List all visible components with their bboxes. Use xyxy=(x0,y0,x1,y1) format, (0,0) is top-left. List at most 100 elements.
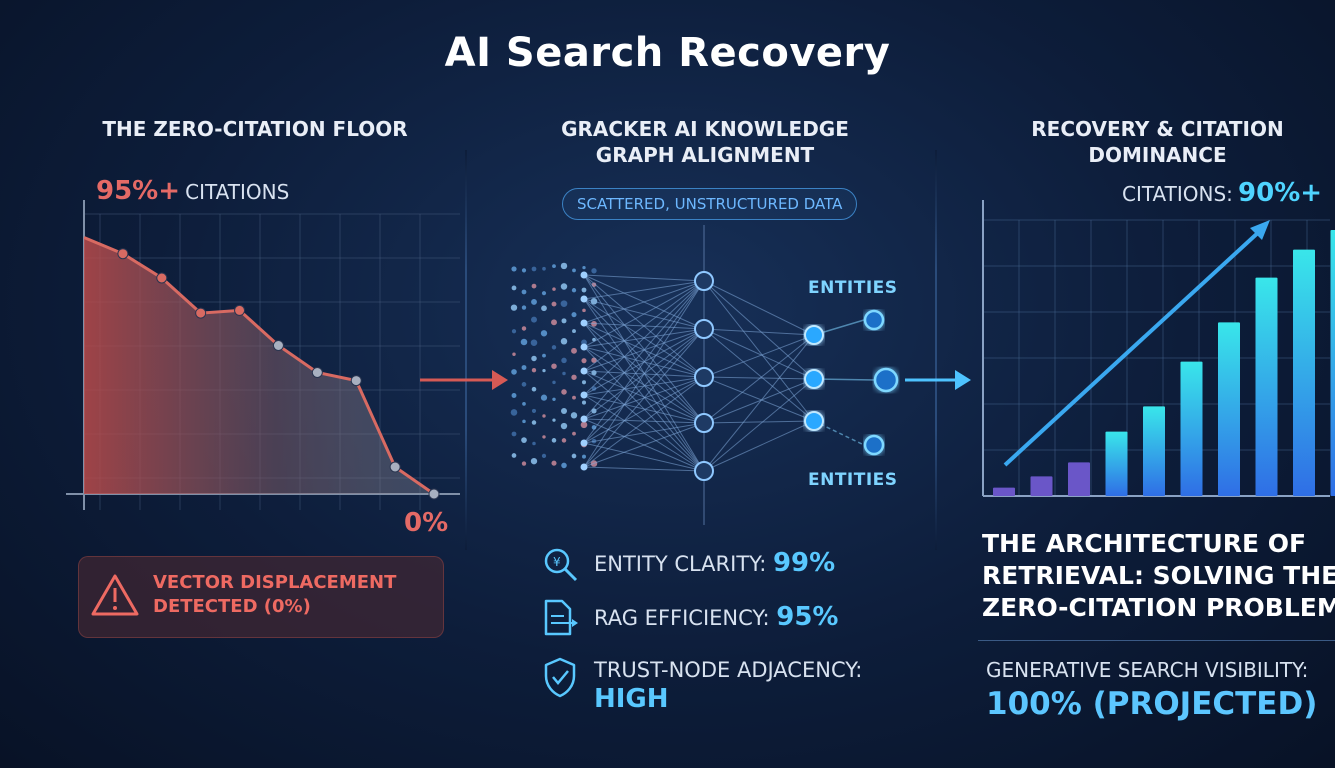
data-dot xyxy=(510,409,518,416)
decline-point xyxy=(350,375,362,387)
input-node xyxy=(580,271,588,279)
recovery-bar xyxy=(1105,431,1128,496)
data-dot xyxy=(531,368,537,373)
data-dot xyxy=(551,345,557,350)
right-heading-line1: RECOVERY & CITATION xyxy=(1031,117,1284,141)
data-dot xyxy=(511,393,517,398)
recovery-bar xyxy=(1293,249,1315,496)
data-dot xyxy=(541,453,547,458)
graph-edge xyxy=(703,280,815,336)
left-top-text: CITATIONS xyxy=(185,180,290,204)
hidden-node xyxy=(694,271,714,291)
data-dot xyxy=(531,298,537,305)
entity-search-icon: ¥ xyxy=(544,548,578,582)
entities-bottom-label: ENTITIES xyxy=(808,470,898,490)
data-dot xyxy=(581,400,587,405)
data-dot xyxy=(561,462,567,469)
data-dot xyxy=(521,437,527,443)
entities-top-label: ENTITIES xyxy=(808,278,898,298)
architecture-line1: THE ARCHITECTURE OF xyxy=(982,529,1307,558)
data-dot xyxy=(521,326,527,331)
data-pill: SCATTERED, UNSTRUCTURED DATA xyxy=(562,188,858,220)
graph-edge xyxy=(703,328,815,380)
graph-edge xyxy=(583,422,705,444)
data-dot xyxy=(531,420,537,425)
middle-heading: GRACKER AI KNOWLEDGE GRAPH ALIGNMENT xyxy=(500,116,910,168)
right-heading-line2: DOMINANCE xyxy=(1088,143,1227,167)
data-dot xyxy=(521,382,527,387)
warning-triangle-icon xyxy=(91,574,139,616)
data-dot xyxy=(570,412,578,419)
recovery-bar xyxy=(1218,322,1240,496)
graph-edge xyxy=(703,280,815,380)
metric-label: ENTITY CLARITY: xyxy=(594,552,767,576)
graph-edge xyxy=(703,378,815,424)
data-dot xyxy=(552,287,556,291)
graph-edges xyxy=(583,274,877,472)
left-bottom-value: 0% xyxy=(404,508,449,538)
entity-node xyxy=(804,411,824,431)
graph-edge xyxy=(583,394,705,424)
data-dot xyxy=(561,389,567,395)
right-separator xyxy=(978,640,1335,641)
decline-point xyxy=(428,488,440,500)
data-dot xyxy=(521,461,527,466)
data-dot xyxy=(560,422,568,430)
data-dot xyxy=(562,371,566,376)
data-dot xyxy=(520,338,528,346)
recovery-bar xyxy=(1030,476,1053,496)
recovery-bar xyxy=(1180,361,1203,496)
data-dot xyxy=(581,358,587,364)
data-dot xyxy=(542,414,546,418)
data-dot xyxy=(551,363,557,369)
left-top-label: 95%+ CITATIONS xyxy=(96,176,289,206)
middle-heading-line2: GRAPH ALIGNMENT xyxy=(595,143,815,167)
flow-arrow-right-icon xyxy=(905,370,971,390)
graph-edge xyxy=(583,280,705,468)
recovery-bar xyxy=(1068,462,1090,496)
data-dot xyxy=(580,421,588,429)
growth-trend-line xyxy=(1003,228,1263,467)
graph-edge xyxy=(583,328,705,468)
flow-arrow-left-icon xyxy=(420,370,508,390)
graph-edge xyxy=(703,378,815,472)
data-dot xyxy=(571,288,577,293)
graph-edge xyxy=(583,418,705,424)
data-dot xyxy=(542,266,546,271)
alert-line1: VECTOR DISPLACEMENT xyxy=(153,572,397,593)
decline-point xyxy=(272,340,284,351)
knowledge-graph xyxy=(510,225,899,525)
data-dot xyxy=(572,268,576,273)
graph-edge xyxy=(583,274,705,282)
data-dot xyxy=(572,431,576,436)
svg-text:¥: ¥ xyxy=(553,555,561,569)
data-dot xyxy=(511,369,517,375)
graph-edge xyxy=(583,280,705,396)
alert-line2: DETECTED (0%) xyxy=(153,596,311,617)
data-dot xyxy=(572,329,576,334)
data-dot xyxy=(531,355,537,362)
data-dot xyxy=(541,291,547,296)
data-dot xyxy=(582,308,586,313)
graph-edge xyxy=(703,334,815,424)
data-dot xyxy=(551,301,557,307)
right-citations-label: CITATIONS: xyxy=(1122,182,1233,206)
entity-node xyxy=(863,309,885,331)
recovery-chart xyxy=(982,200,1335,497)
graph-edge xyxy=(583,346,705,424)
data-dot xyxy=(561,318,567,324)
graph-edge xyxy=(703,376,815,380)
data-dot xyxy=(511,453,517,458)
data-dot xyxy=(540,394,548,401)
data-dot xyxy=(522,419,526,424)
decline-point xyxy=(156,272,168,284)
hidden-node xyxy=(694,461,714,481)
data-dot xyxy=(571,374,577,380)
input-node xyxy=(580,367,588,375)
metric-label: RAG EFFICIENCY: xyxy=(594,606,770,630)
right-heading: RECOVERY & CITATION DOMINANCE xyxy=(960,116,1335,168)
graph-edge xyxy=(703,420,815,424)
data-dot xyxy=(532,441,536,446)
data-dot xyxy=(521,365,527,370)
alert-text: VECTOR DISPLACEMENT DETECTED (0%) xyxy=(153,571,396,619)
